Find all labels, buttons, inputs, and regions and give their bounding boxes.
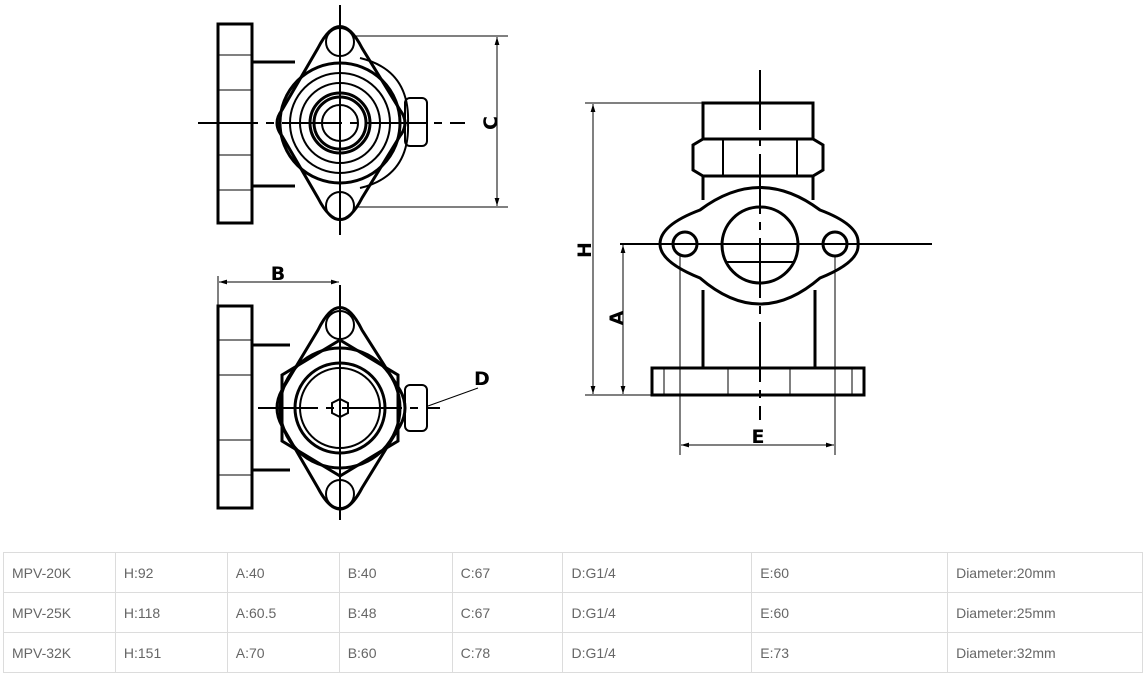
e-cell: E:73 [751,632,949,673]
c-cell: C:78 [451,632,564,673]
b-cell: B:40 [338,552,453,593]
model-cell: MPV-20K [3,552,116,593]
table-row: MPV-20K H:92 A:40 B:40 C:67 D:G1/4 E:60 … [3,552,1143,593]
b-cell: B:48 [338,592,453,633]
side-view: B D [216,263,490,520]
table-row: MPV-32K H:151 A:70 B:60 C:78 D:G1/4 E:73… [3,632,1143,673]
e-cell: E:60 [751,552,949,593]
model-cell: MPV-25K [3,592,116,633]
dimension-label-h: H [574,242,596,258]
diameter-cell: Diameter:32mm [947,632,1143,673]
d-cell: D:G1/4 [562,552,753,593]
c-cell: C:67 [451,552,564,593]
dimension-label-b: B [271,263,285,285]
h-cell: H:92 [114,552,228,593]
diameter-cell: Diameter:25mm [947,592,1143,633]
d-cell: D:G1/4 [562,592,753,633]
h-cell: H:118 [114,592,228,633]
dimension-label-c: C [480,116,502,130]
h-cell: H:151 [114,632,228,673]
top-view: C [198,5,508,235]
c-cell: C:67 [451,592,564,633]
front-view: H A E [574,70,932,455]
d-cell: D:G1/4 [562,632,753,673]
a-cell: A:40 [226,552,340,593]
e-cell: E:60 [751,592,949,633]
valve-technical-drawing: C B D [198,5,932,520]
dimensions-table: MPV-20K H:92 A:40 B:40 C:67 D:G1/4 E:60 … [3,552,1143,673]
a-cell: A:60.5 [226,592,340,633]
table-row: MPV-25K H:118 A:60.5 B:48 C:67 D:G1/4 E:… [3,592,1143,633]
dimension-label-a: A [606,310,628,325]
dimension-label-e: E [752,426,765,448]
diameter-cell: Diameter:20mm [947,552,1143,593]
a-cell: A:70 [226,632,340,673]
b-cell: B:60 [338,632,453,673]
model-cell: MPV-32K [3,632,116,673]
dimension-label-d: D [474,368,490,390]
